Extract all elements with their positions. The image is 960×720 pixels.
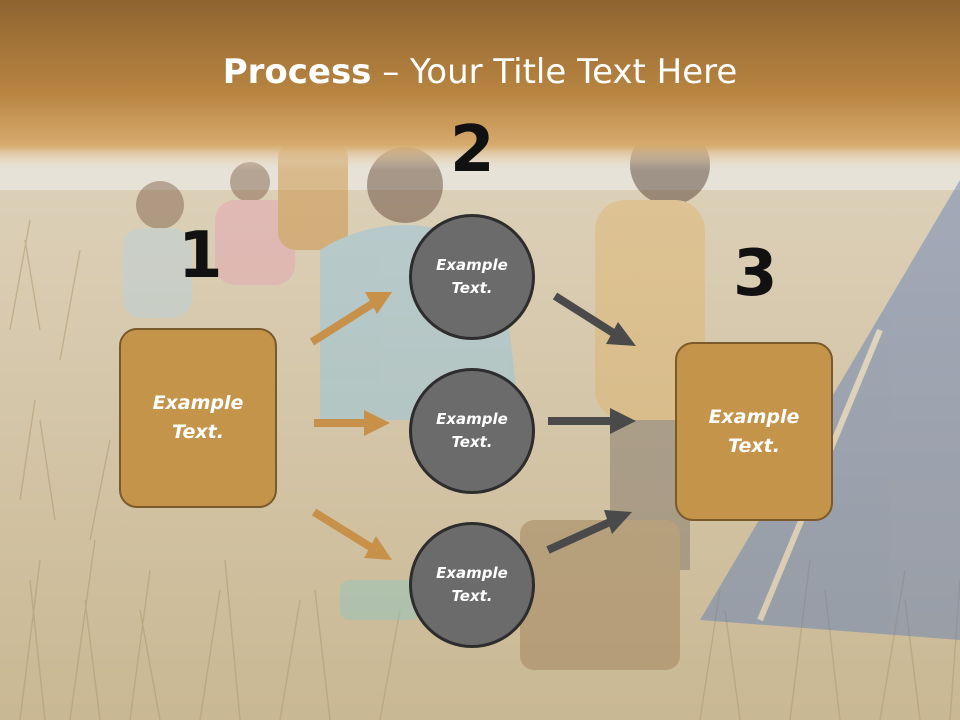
title-bold: Process (222, 52, 372, 92)
left-box-text: Example Text. (152, 392, 244, 443)
step-number-1: 1 (178, 219, 223, 293)
step-number-2: 2 (450, 113, 495, 187)
right-box-text: Example Text. (708, 405, 800, 457)
left-example-box: Example Text. (119, 328, 277, 508)
circle-top: Example Text. (409, 214, 535, 340)
circle-top-text: Example Text. (436, 256, 508, 297)
circle-bottom: Example Text. (409, 522, 535, 648)
arrow-left-to-middle (314, 410, 390, 436)
circle-middle: Example Text. (409, 368, 535, 494)
circle-bottom-text: Example Text. (436, 564, 508, 605)
circle-middle-text: Example Text. (436, 410, 508, 451)
arrow-left-to-top (309, 292, 392, 346)
arrow-left-to-bottom (311, 508, 392, 560)
arrow-middle-to-right (548, 408, 636, 434)
slide-title: Process – Your Title Text Here (0, 52, 960, 92)
right-example-box: Example Text. (675, 342, 833, 521)
arrow-bottom-to-right (546, 510, 632, 554)
title-rest: – Your Title Text Here (371, 52, 738, 92)
step-number-3: 3 (733, 237, 778, 311)
arrow-top-to-right (552, 292, 636, 346)
